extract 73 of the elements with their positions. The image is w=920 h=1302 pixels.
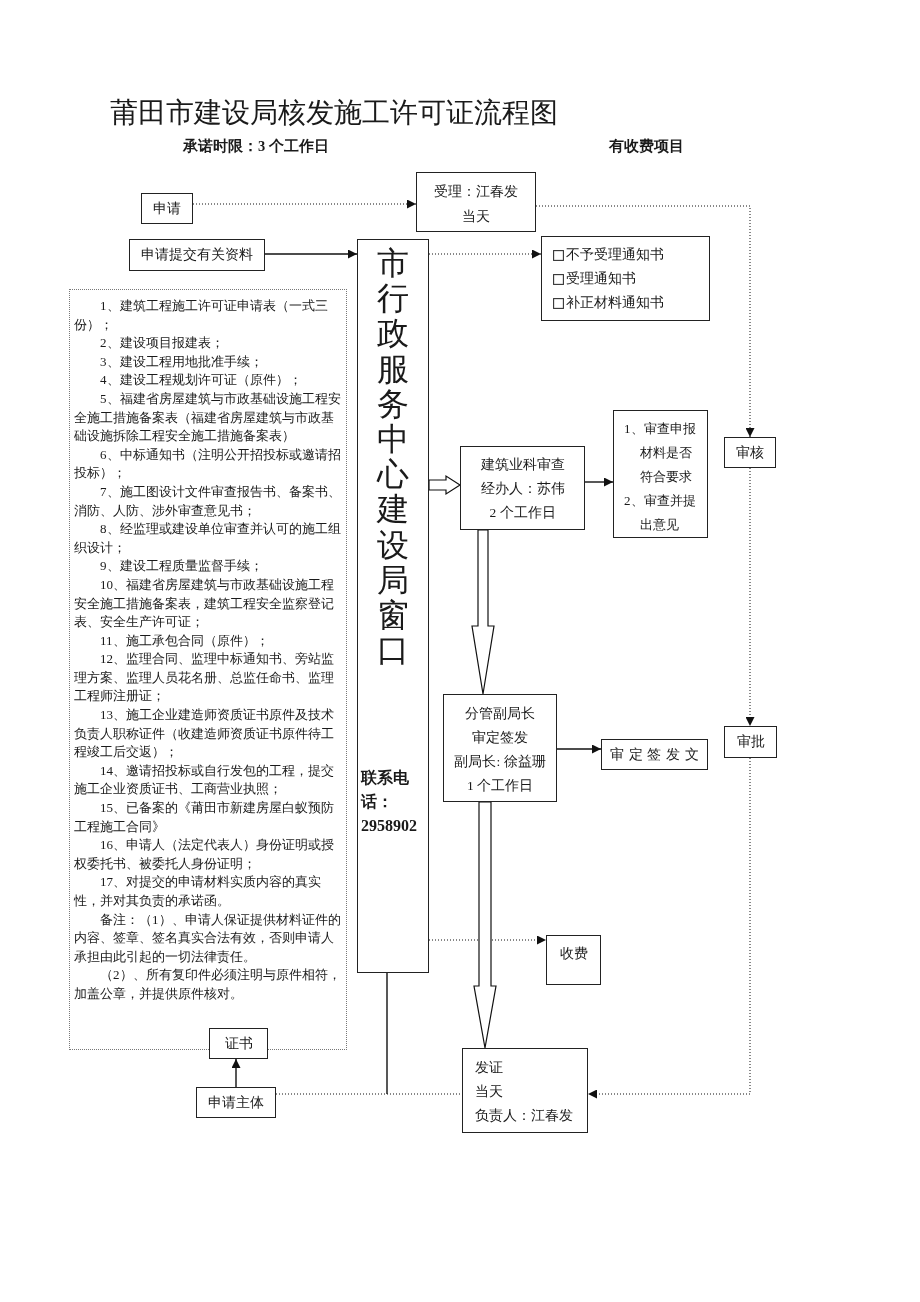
notice-option-text: 不予受理通知书 <box>566 246 664 264</box>
contact-text: 联系电话：2958902 <box>361 768 418 836</box>
list-item-text: 14、邀请招投标或自行发包的工程，提交施工企业资质证书、工商营业执照； <box>74 761 335 799</box>
step-box <box>601 739 708 770</box>
arrow <box>264 249 358 259</box>
list-item-text: 4、建设工程规划许可证（原件）； <box>99 371 303 390</box>
step-text: 收费 <box>559 945 588 963</box>
list-item-text: 7、施工图设计文件审查报告书、备案书、消防、人防、涉外审查意见书； <box>74 482 342 520</box>
subtitle-text: 承诺时限：3 个工作日 <box>183 137 329 156</box>
step-box <box>209 1028 268 1059</box>
step-text: 经办人：苏伟 <box>480 480 565 498</box>
subtitle-text: 有收费项目 <box>609 137 684 156</box>
step-box <box>460 446 585 530</box>
notice-option-text: 受理通知书 <box>566 270 636 288</box>
step-text: 建筑业科审查 <box>480 456 565 474</box>
materials-list-panel <box>69 289 347 1050</box>
step-text: 审定签发文 <box>610 745 704 764</box>
step-text: 副局长: 徐益珊 <box>454 753 546 771</box>
block-arrow <box>428 474 462 496</box>
list-item-text: 13、施工企业建造师资质证书原件及技术负责人职称证件（收建造师资质证书原件待工程竣工后交返）； <box>74 706 335 762</box>
arrow <box>584 477 614 487</box>
step-text: 申请提交有关资料 <box>141 246 253 264</box>
step-text: 审核 <box>736 443 764 462</box>
review-criteria-box <box>613 410 708 538</box>
notice-option-text: 补正材料通知书 <box>566 294 664 312</box>
arrow <box>231 1058 241 1088</box>
list-item-text: 3、建设工程用地批准手续； <box>99 352 264 371</box>
list-item-text: 12、监理合同、监理中标通知书、旁站监理方案、监理人员花名册、总监任命书、监理工程师注册证； <box>74 650 335 706</box>
list-item-text: 17、对提交的申请材料实质内容的真实性，并对其负责的承诺函。 <box>74 873 322 910</box>
step-text: 当天 <box>462 208 490 226</box>
title-text: 莆田市建设局核发施工许可证流程图 <box>110 95 558 131</box>
list-item-text: 备注：（1）、申请人保证提供材料证件的内容、签章、签名真实合法有效，否则申请人承担由此引起的一切法律责任。 <box>74 910 342 966</box>
step-text: 当天 <box>475 1083 503 1101</box>
list-item-text: 9、建设工程质量监督手续； <box>99 557 264 576</box>
list-item-text: （2）、所有复印件必须注明与原件相符，加盖公章，并提供原件核对。 <box>74 966 342 1003</box>
step-text: 申请主体 <box>208 1093 264 1112</box>
criteria-text: 2、审查并提出意见 <box>624 492 697 534</box>
block-arrow <box>471 529 495 695</box>
step-text: 1 个工作日 <box>466 777 534 795</box>
step-text: 申请 <box>153 199 181 218</box>
service-window-column <box>357 239 429 973</box>
step-text: 2 个工作日 <box>489 504 556 522</box>
step-box <box>443 694 557 802</box>
step-box <box>462 1048 588 1133</box>
step-text: 受理：江春发 <box>434 183 518 201</box>
step-box <box>546 935 601 985</box>
criteria-text: 1、审查申报材料是否符合要求 <box>624 420 697 486</box>
step-box <box>416 172 536 232</box>
list-item-text: 11、施工承包合同（原件）； <box>99 631 270 650</box>
step-box <box>129 239 265 271</box>
block-arrow <box>473 801 497 1049</box>
step-box <box>724 726 777 758</box>
step-text: 发证 <box>475 1059 503 1077</box>
step-box <box>724 437 776 468</box>
list-item-text: 6、中标通知书（注明公开招投标或邀请招投标）； <box>74 445 342 483</box>
notice-options-box <box>541 236 710 321</box>
step-text: 审定签发 <box>472 729 528 747</box>
list-item-text: 2、建设项目报建表； <box>99 334 225 353</box>
list-item-text: 15、已备案的《莆田市新建房屋白蚁预防工程施工合同》 <box>74 799 335 836</box>
list-item-text: 1、建筑工程施工许可证申请表（一式三份）； <box>74 297 329 334</box>
connector-line <box>386 972 388 1095</box>
arrow <box>556 744 602 754</box>
step-box <box>196 1087 276 1118</box>
vertical-title-text: 市行政服务中心建设局窗口 <box>377 246 409 669</box>
step-box <box>141 193 193 224</box>
list-item-text: 10、福建省房屋建筑与市政基础设施工程安全施工措施备案表，建筑工程安全监察登记表、安全生产许可证； <box>74 575 335 632</box>
step-text: 审批 <box>736 733 765 751</box>
step-text: 负责人：江春发 <box>475 1107 573 1125</box>
step-text: 证书 <box>224 1034 253 1053</box>
step-text: 分管副局长 <box>465 705 535 723</box>
list-item-text: 5、福建省房屋建筑与市政基础设施工程安全施工措施备案表（福建省房屋建筑与市政基础设施拆除工程安全施工措施备案表） <box>74 389 342 446</box>
list-item-text: 16、申请人（法定代表人）身份证明或授权委托书、被委托人身份证明； <box>74 836 335 873</box>
list-item-text: 8、经监理或建设单位审查并认可的施工组织设计； <box>74 520 342 557</box>
